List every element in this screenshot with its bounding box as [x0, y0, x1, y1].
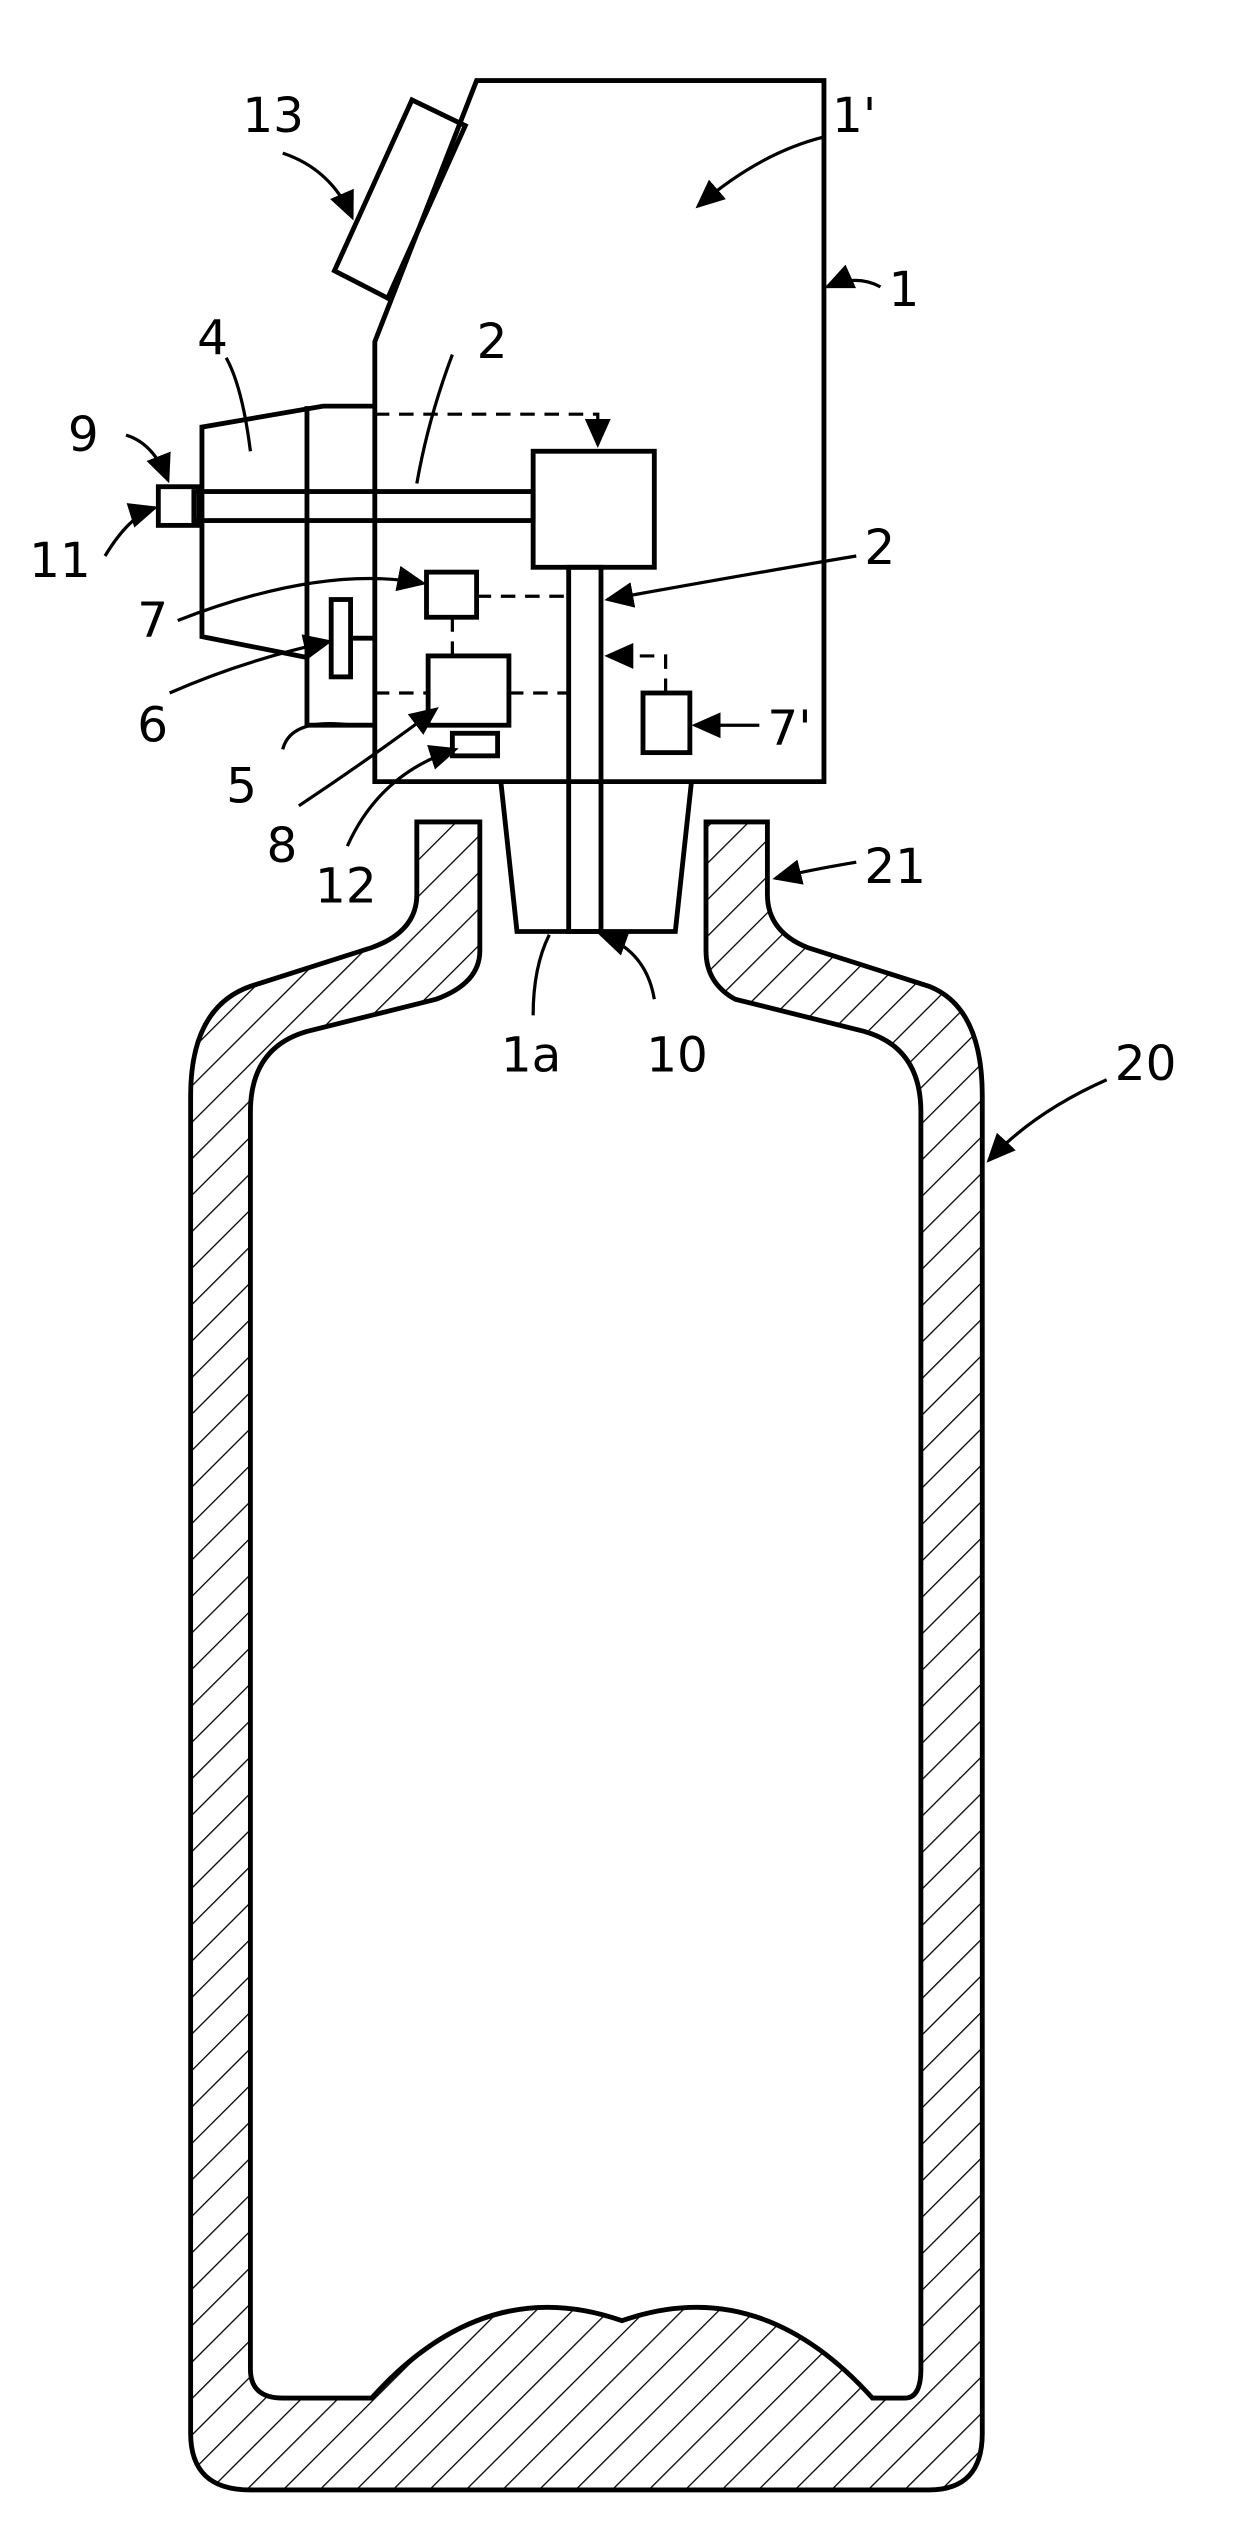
sensor-7-prime [640, 690, 693, 756]
label-1: 1 [889, 262, 920, 318]
label-7: 7 [137, 593, 168, 649]
label-5: 5 [226, 759, 257, 815]
dip-tube [566, 564, 604, 934]
valve-block [530, 448, 657, 570]
label-10: 10 [646, 1028, 708, 1084]
label-8: 8 [267, 818, 298, 874]
label-2-top: 2 [477, 314, 508, 370]
outlet-pipe [191, 489, 536, 523]
label-6: 6 [137, 697, 168, 753]
label-21: 21 [864, 839, 926, 895]
label-20: 20 [1115, 1036, 1177, 1092]
label-2-right: 2 [864, 520, 895, 576]
label-9: 9 [68, 407, 99, 463]
bottle-wall [188, 819, 985, 2493]
label-1-prime: 1' [832, 88, 876, 144]
outlet-nozzle [155, 484, 202, 528]
label-4: 4 [197, 311, 228, 367]
label-13: 13 [242, 88, 304, 144]
switch-6 [328, 597, 354, 680]
label-11: 11 [29, 533, 91, 589]
controller-8 [425, 653, 512, 728]
label-1a: 1a [501, 1028, 562, 1084]
battery-12 [449, 730, 501, 759]
sensor-7 [424, 569, 480, 620]
label-12: 12 [315, 859, 377, 915]
label-7-prime: 7' [767, 701, 811, 757]
neck-plug [498, 781, 694, 934]
display [331, 96, 469, 302]
